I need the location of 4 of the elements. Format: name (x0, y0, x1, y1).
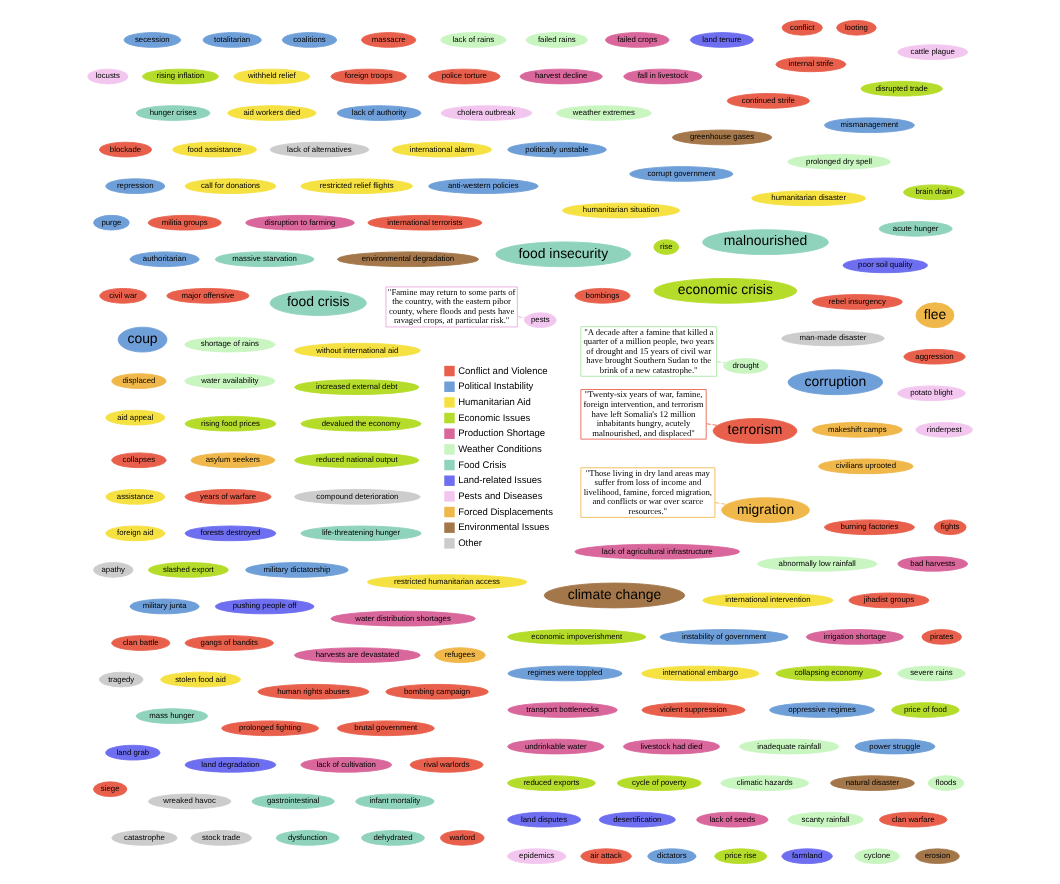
connector (706, 423, 718, 426)
connector (714, 502, 728, 505)
connector (716, 361, 726, 364)
connector (517, 316, 526, 319)
